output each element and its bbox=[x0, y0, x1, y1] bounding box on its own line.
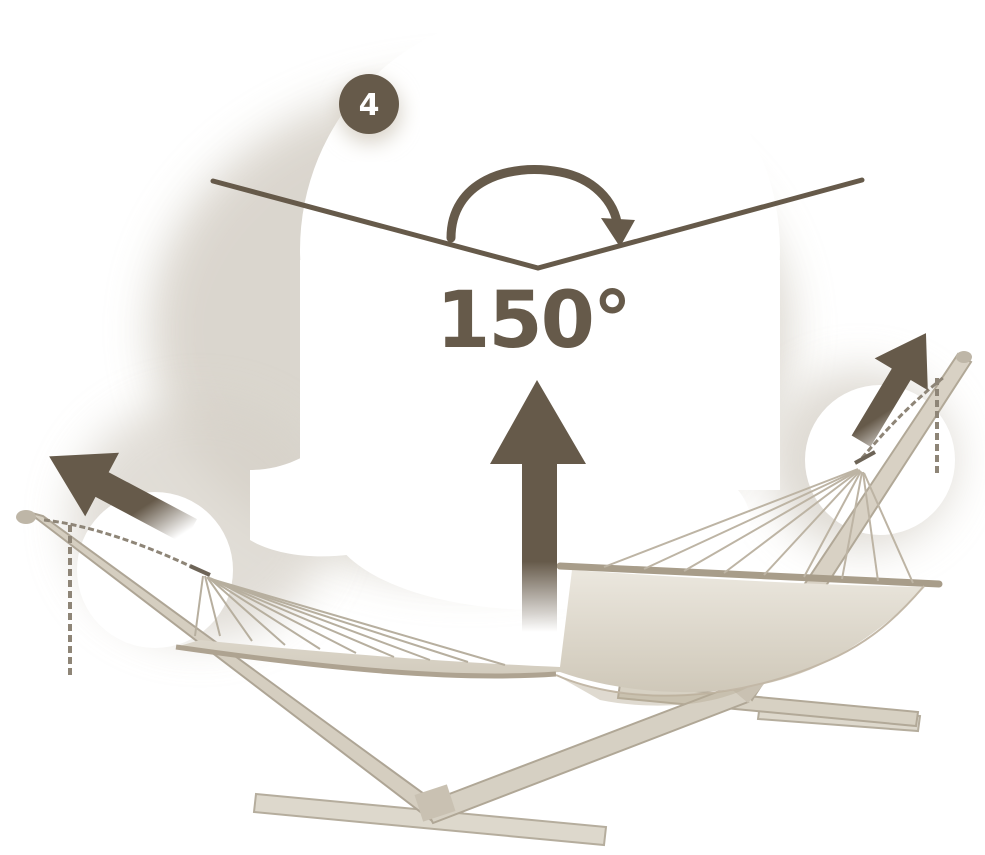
arrow-left-diagonal-icon bbox=[49, 452, 197, 544]
arrow-up-icon bbox=[490, 380, 586, 632]
arrow-right-diagonal-icon bbox=[851, 333, 928, 447]
right-ropes bbox=[603, 468, 914, 584]
right-chain bbox=[854, 375, 945, 475]
angle-line bbox=[210, 177, 865, 271]
step-number-badge: 4 bbox=[339, 74, 401, 143]
angle-indicator: 150° bbox=[210, 165, 865, 366]
rotate-arrowhead-icon bbox=[601, 218, 635, 247]
step-number-text: 4 bbox=[359, 88, 380, 123]
rotate-clockwise-icon bbox=[446, 165, 623, 243]
angle-label: 150° bbox=[436, 276, 630, 366]
left-chain bbox=[43, 518, 211, 675]
left-ropes bbox=[194, 575, 506, 666]
hammock-bed bbox=[175, 562, 943, 706]
